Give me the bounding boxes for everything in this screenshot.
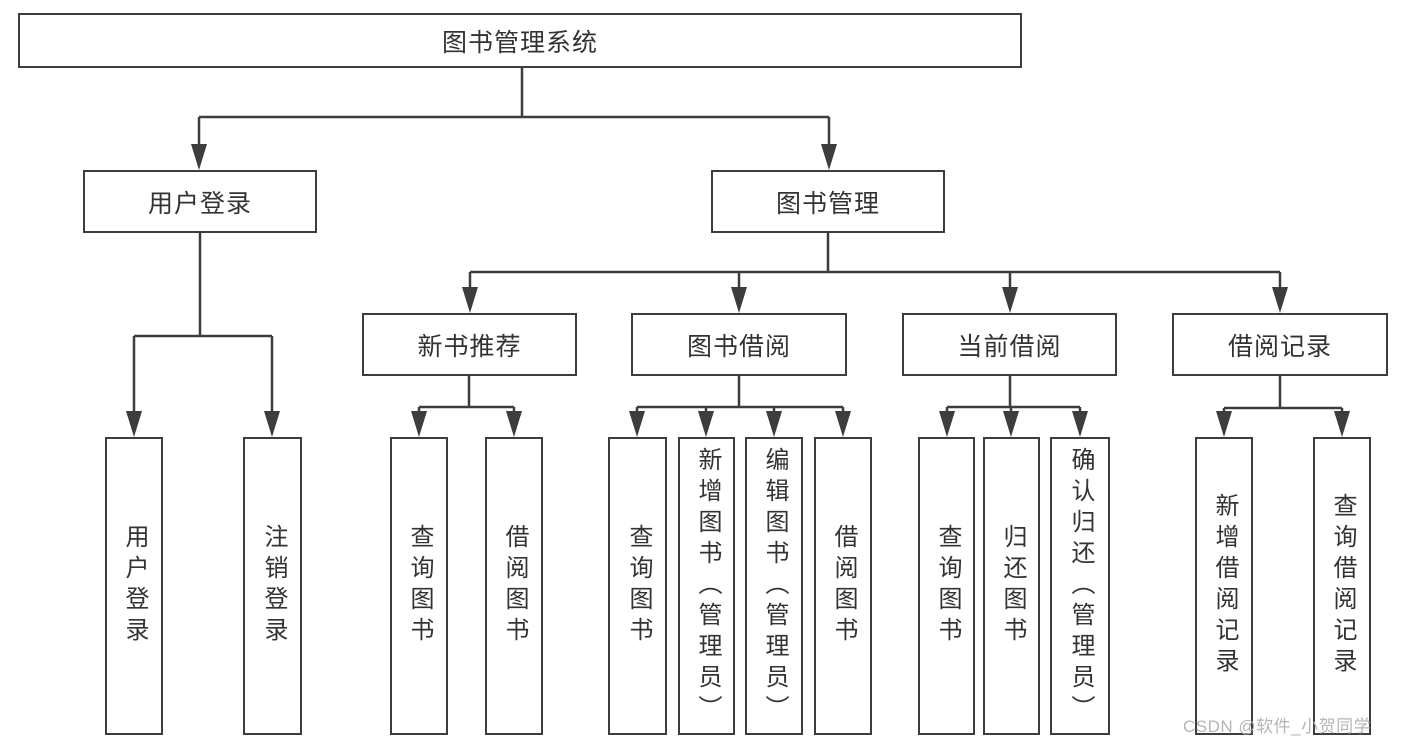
- leaf-bb-add-book-label: 新增图书（管理员）: [694, 446, 721, 726]
- arrowhead-icon: [506, 411, 522, 437]
- leaf-nbr-borrow-book-label: 借阅图书: [501, 524, 528, 648]
- leaf-cb-return-book: 归还图书: [983, 437, 1040, 735]
- leaf-br-query-record: 查询借阅记录: [1313, 437, 1371, 735]
- node-user-login-label: 用户登录: [147, 189, 252, 218]
- leaf-logout-label: 注销登录: [260, 524, 287, 648]
- node-root: 图书管理系统: [18, 13, 1022, 68]
- leaf-bb-borrow-book-label: 借阅图书: [830, 524, 857, 648]
- arrowhead-icon: [126, 411, 142, 437]
- leaf-nbr-query-book: 查询图书: [390, 437, 448, 735]
- arrowhead-icon: [411, 411, 427, 437]
- leaf-user-login: 用户登录: [105, 437, 163, 735]
- arrowhead-icon: [264, 411, 280, 437]
- arrowhead-icon: [1216, 411, 1232, 437]
- node-book-borrow-label: 图书借阅: [686, 332, 791, 361]
- leaf-br-add-record: 新增借阅记录: [1195, 437, 1253, 735]
- leaf-cb-query-book: 查询图书: [918, 437, 975, 735]
- leaf-nbr-borrow-book: 借阅图书: [485, 437, 543, 735]
- arrowhead-icon: [1072, 411, 1088, 437]
- node-new-book-recommend: 新书推荐: [362, 313, 577, 376]
- leaf-nbr-query-book-label: 查询图书: [406, 524, 433, 648]
- node-borrow-record-label: 借阅记录: [1227, 332, 1332, 361]
- node-new-book-recommend-label: 新书推荐: [417, 332, 522, 361]
- node-borrow-record: 借阅记录: [1172, 313, 1388, 376]
- node-current-borrow: 当前借阅: [902, 313, 1117, 376]
- leaf-bb-edit-book: 编辑图书（管理员）: [745, 437, 803, 735]
- arrowhead-icon: [698, 411, 714, 437]
- arrowhead-icon: [1002, 287, 1018, 313]
- arrowhead-icon: [731, 287, 747, 313]
- leaf-bb-edit-book-label: 编辑图书（管理员）: [761, 446, 788, 726]
- leaf-cb-return-book-label: 归还图书: [999, 524, 1026, 648]
- leaf-bb-query-book: 查询图书: [608, 437, 667, 735]
- arrowhead-icon: [821, 144, 837, 170]
- arrowhead-icon: [1334, 411, 1350, 437]
- leaf-user-login-label: 用户登录: [121, 524, 148, 648]
- leaf-logout: 注销登录: [243, 437, 302, 735]
- arrowhead-icon: [835, 411, 851, 437]
- leaf-br-query-record-label: 查询借阅记录: [1329, 493, 1356, 679]
- leaf-cb-confirm-return: 确认归还（管理员）: [1050, 437, 1110, 735]
- leaf-bb-query-book-label: 查询图书: [625, 524, 652, 648]
- leaf-br-add-record-label: 新增借阅记录: [1211, 493, 1238, 679]
- arrowhead-icon: [939, 411, 955, 437]
- node-book-management-label: 图书管理: [775, 189, 880, 218]
- arrowhead-icon: [191, 144, 207, 170]
- node-user-login: 用户登录: [83, 170, 317, 233]
- node-book-borrow: 图书借阅: [631, 313, 847, 376]
- leaf-bb-add-book: 新增图书（管理员）: [678, 437, 735, 735]
- arrowhead-icon: [766, 411, 782, 437]
- node-root-label: 图书管理系统: [441, 28, 598, 57]
- leaf-cb-confirm-return-label: 确认归还（管理员）: [1067, 446, 1094, 726]
- leaf-cb-query-book-label: 查询图书: [934, 524, 961, 648]
- leaf-bb-borrow-book: 借阅图书: [814, 437, 872, 735]
- arrowhead-icon: [462, 287, 478, 313]
- arrowhead-icon: [629, 411, 645, 437]
- arrowhead-icon: [1003, 411, 1019, 437]
- watermark: CSDN @软件_小贺同学: [1183, 717, 1372, 736]
- arrowhead-icon: [1272, 287, 1288, 313]
- node-book-management: 图书管理: [711, 170, 945, 233]
- node-current-borrow-label: 当前借阅: [957, 332, 1062, 361]
